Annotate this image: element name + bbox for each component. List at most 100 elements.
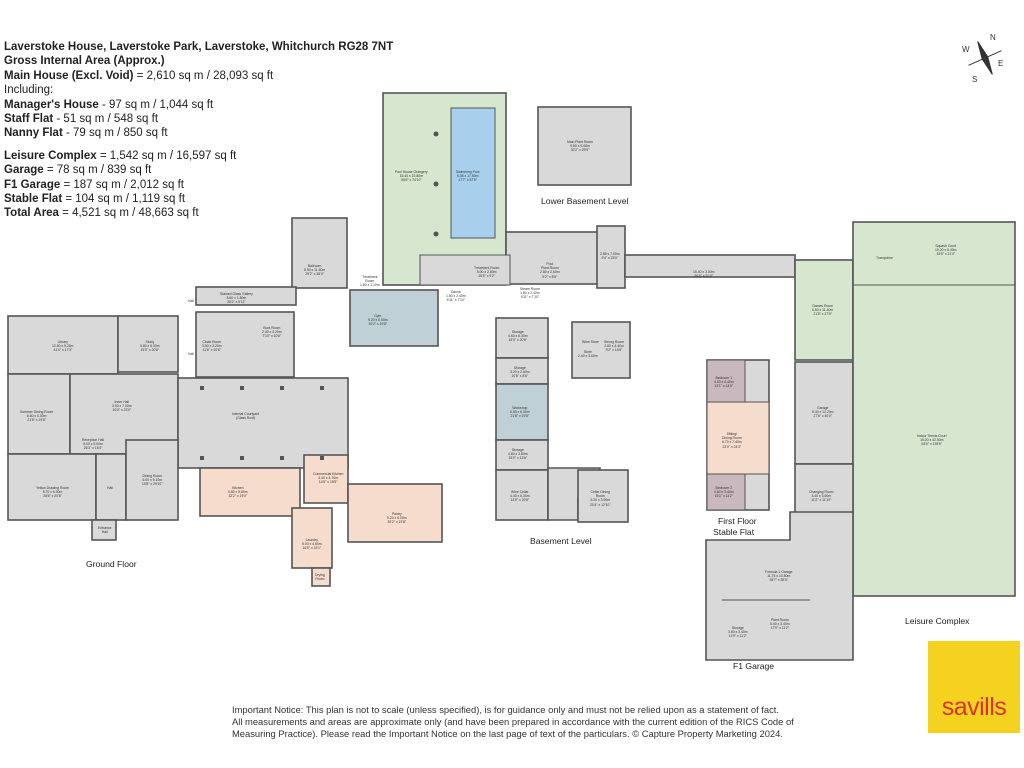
yellow-drawing-shape (7, 453, 97, 521)
link-corridor-shape (505, 231, 601, 285)
courtyard-shape (177, 377, 349, 469)
commercial-kitchen-shape (303, 454, 349, 504)
entrance-hall-shape (91, 519, 117, 541)
stable-flat-area: Stable Flat = 104 sq m / 1,119 sq ft (4, 193, 186, 206)
tennis-court-shape (852, 221, 1016, 597)
room-wine-store: Wine Store (582, 340, 599, 344)
compass-east-label: E (998, 59, 1003, 68)
cellar-dining-shape (577, 469, 629, 523)
area-summary: Laverstoke House, Laverstoke Park, Laver… (4, 40, 474, 221)
dining-room-shape (125, 439, 179, 521)
room-hall-2: Hall (188, 352, 194, 356)
leisure-complex-area: Leisure Complex = 1,542 sq m / 16,597 sq… (4, 149, 237, 162)
notice-line-3: Measuring Practice). Please read the Imp… (232, 728, 783, 740)
total-area: Total Area = 4,521 sq m / 48,663 sq ft (4, 207, 199, 220)
f1-garage-shape (705, 511, 854, 661)
room-hall-3: Hall (107, 486, 113, 490)
summer-dining-shape (7, 373, 71, 455)
lower-basement-label: Lower Basement Level (541, 196, 629, 206)
gym-shape (349, 289, 439, 347)
main-house-area: Main House (Excl. Void) = 2,610 sq m / 2… (4, 69, 274, 82)
sitting-room-shape (706, 401, 770, 475)
property-address: Laverstoke House, Laverstoke Park, Laver… (4, 41, 394, 53)
bedroom1-shape (706, 359, 746, 403)
floor-plan: N S E W (7, 33, 1016, 661)
garage-area: Garage = 78 sq m / 839 sq ft (4, 164, 152, 177)
including-label: Including: (4, 84, 54, 97)
staff-flat-area: Staff Flat - 51 sq m / 548 sq ft (4, 113, 159, 126)
ground-floor-label: Ground Floor (86, 559, 137, 569)
strong-room-shape (571, 321, 631, 379)
laundry-shape (291, 507, 333, 569)
compass-rose-icon (968, 41, 1002, 75)
swimming-pool-shape (450, 107, 496, 239)
compass-south-label: S (972, 75, 977, 84)
changing-room-shape (794, 463, 854, 515)
notice-line-1: Important Notice: This plan is not to sc… (232, 704, 779, 715)
f1-garage-area: F1 Garage = 187 sq m / 2,012 sq ft (4, 178, 184, 191)
column-markers (200, 131, 439, 460)
leisure-complex-label: Leisure Complex (905, 616, 970, 626)
bedroom2-shape (706, 473, 746, 511)
f1-garage-label: F1 Garage (733, 661, 775, 671)
ballroom-shape (291, 217, 348, 289)
cloak-boot-shape (195, 311, 295, 378)
first-floor-label: First Floor (718, 516, 757, 526)
savills-logo-text: savills (941, 693, 1007, 721)
basement-storage1-shape (495, 317, 549, 359)
stained-glass-shape (195, 286, 297, 306)
workshop-shape (495, 383, 549, 441)
room-trampoline: Trampoline (876, 256, 893, 260)
notice-line-2: All measurements and areas are approxima… (232, 716, 794, 728)
games-room-shape (794, 259, 854, 361)
room-courtyard: Internal Courtyard(Glass Roof) (232, 412, 260, 421)
pantry-shape (347, 483, 443, 543)
managers-house-area: Manager's House - 97 sq m / 1,044 sq ft (4, 98, 214, 111)
kitchen-shape (199, 467, 301, 517)
compass-north-label: N (990, 33, 996, 42)
basement-storage3-shape (495, 439, 549, 471)
wine-cellar-shape (495, 469, 549, 521)
